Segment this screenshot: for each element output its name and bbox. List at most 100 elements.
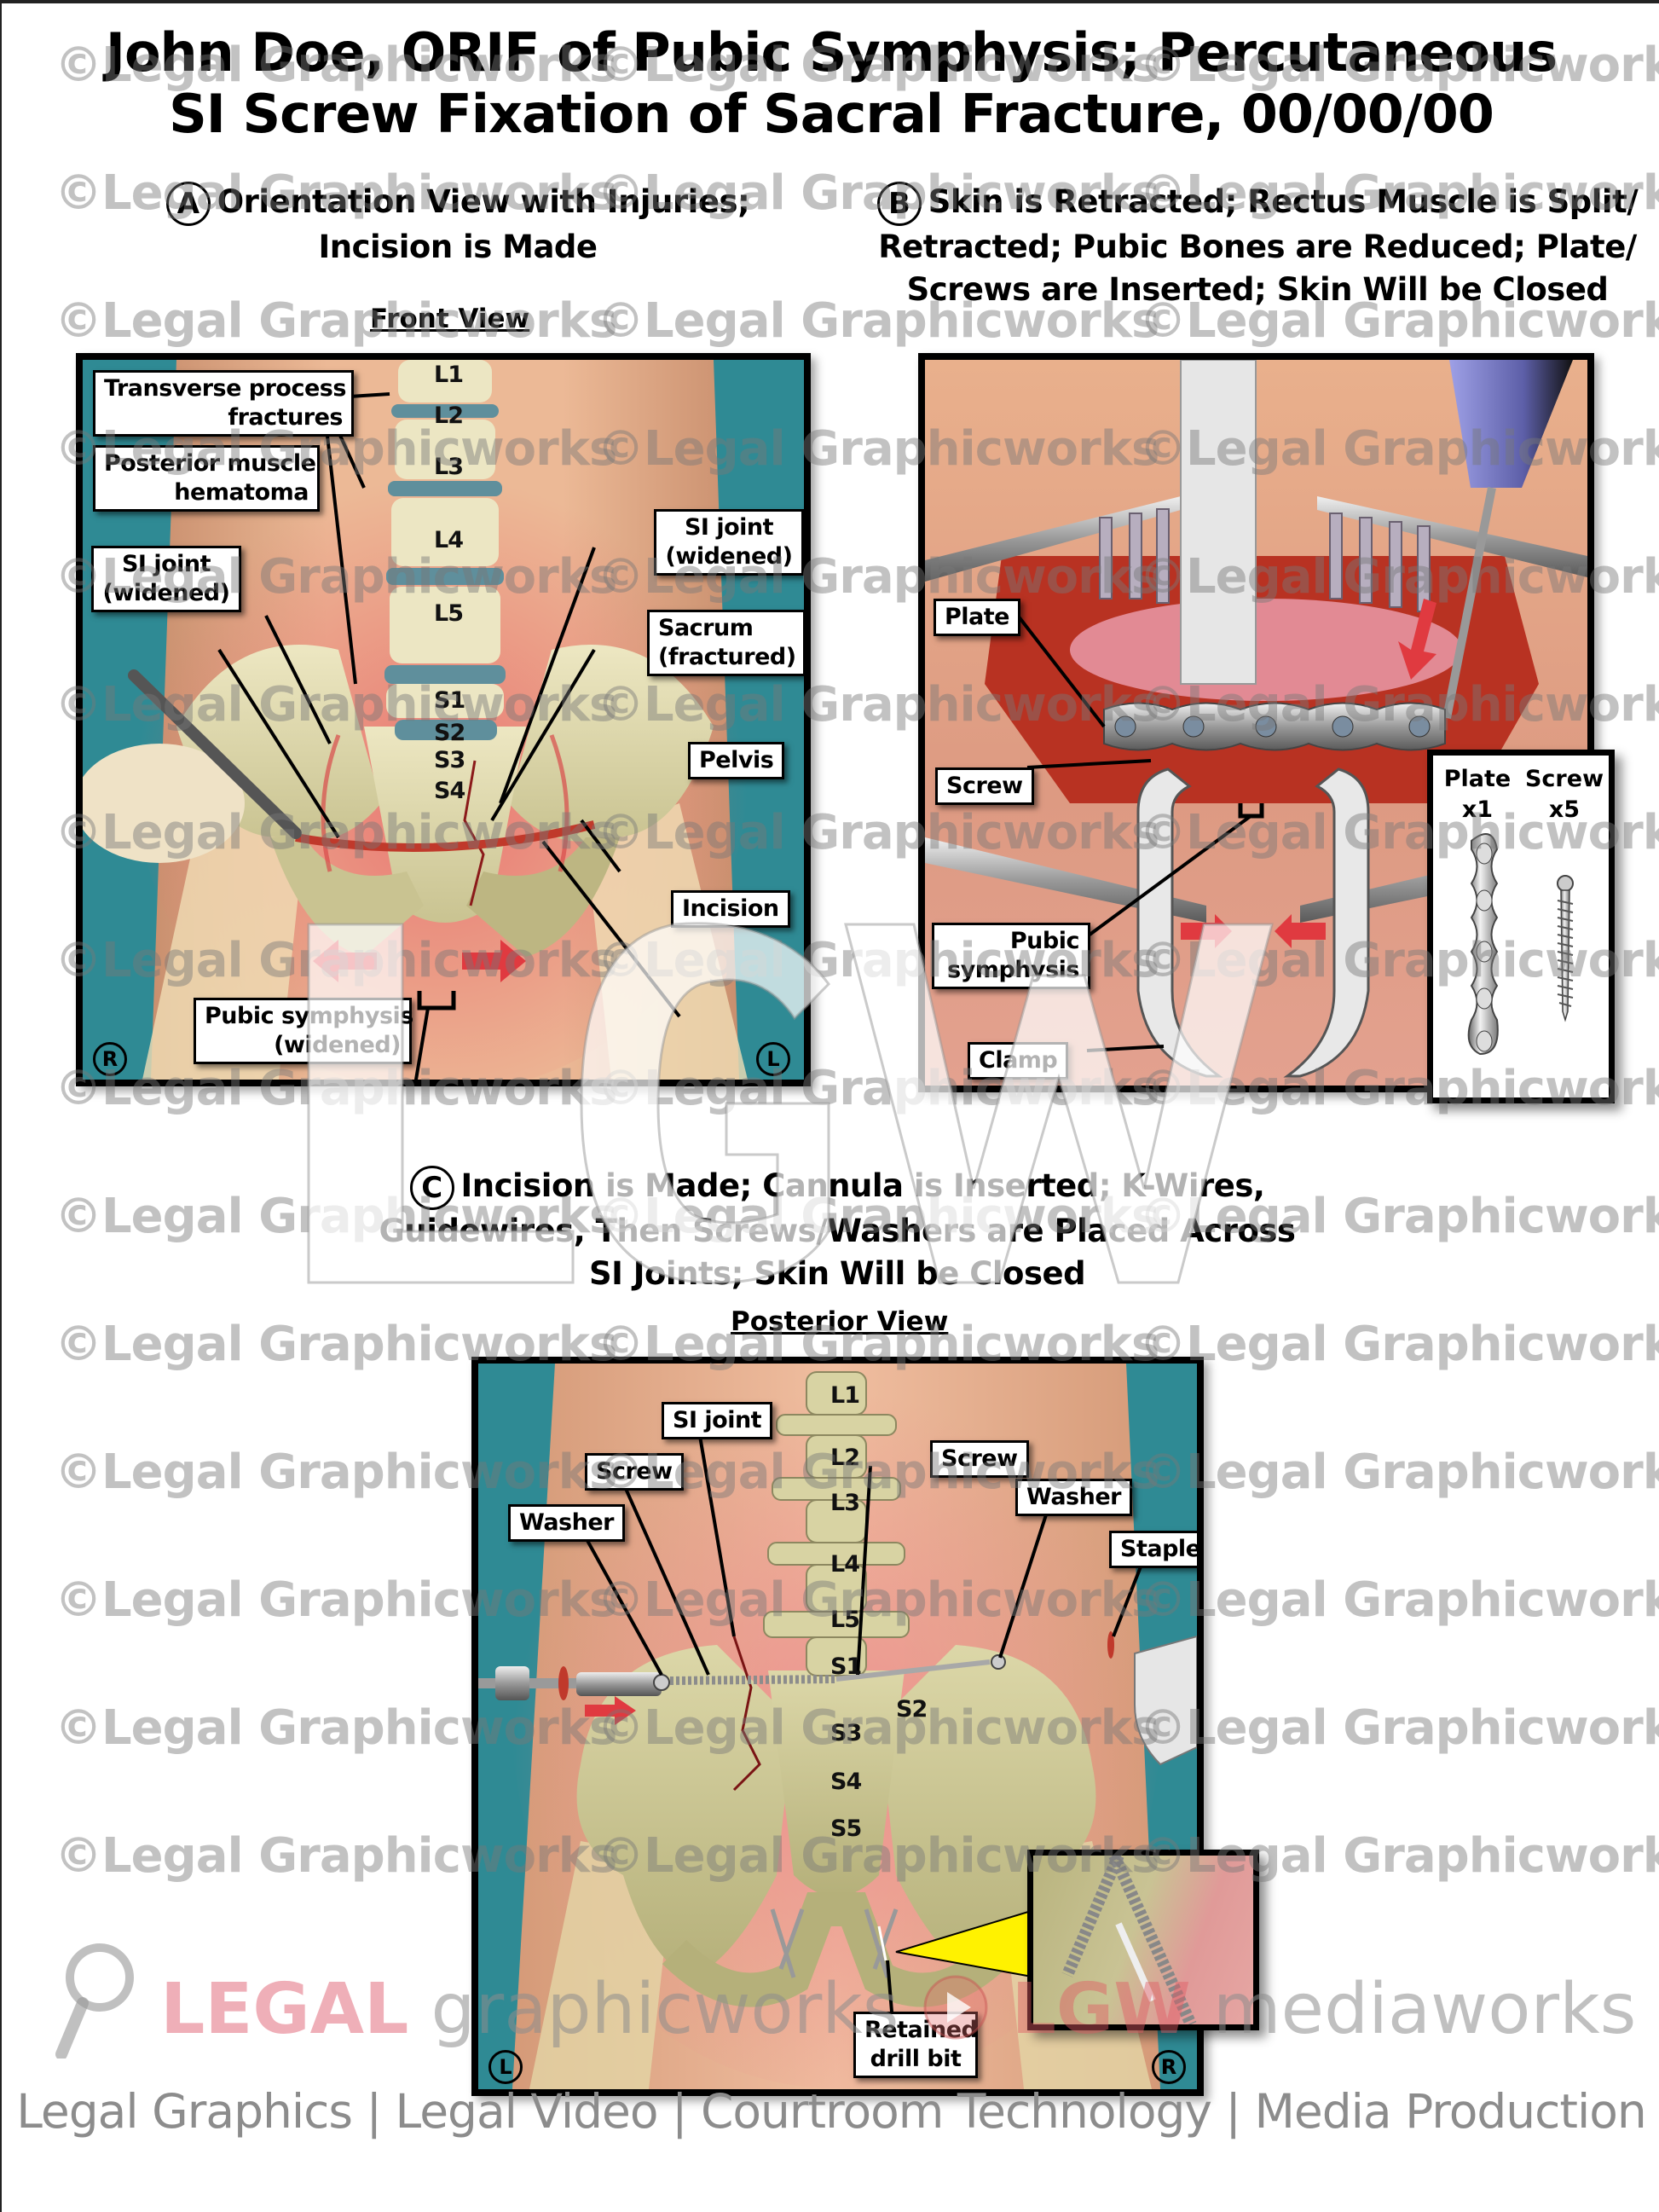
panel-a-letter-badge: A: [165, 181, 211, 226]
vertebra-label: L4: [434, 527, 464, 553]
orientation-right-marker: R: [1152, 2050, 1186, 2084]
bone-plate: [1103, 702, 1446, 751]
vertebra-label: S1: [434, 687, 465, 714]
pubic-rami: [662, 1892, 1011, 2007]
panel-c-heading-line-2: Guidewires, Then Screws/Washers are Plac…: [379, 1212, 1296, 1249]
magnifier-icon: [55, 1943, 134, 2060]
rectus-muscle: [1070, 599, 1462, 701]
screw-icon: [1557, 875, 1574, 1022]
panel-c-heading-line-1: Incision is Made; Cannula is Inserted; K…: [460, 1167, 1265, 1204]
orientation-left-marker: L: [756, 1042, 790, 1076]
panel-a-artwork: [83, 360, 804, 1080]
guidewire: [835, 1659, 991, 1682]
retractor-bar-left: [925, 496, 1181, 582]
label-si-joint: SI joint: [662, 1402, 773, 1439]
lumbar-spine: [763, 1371, 910, 1676]
washer-left: [653, 1674, 670, 1691]
surgeon-glove: [83, 744, 245, 863]
label-si-joint-widened-left: SI joint(widened): [654, 509, 804, 576]
skin-stapler: [1134, 1635, 1197, 1766]
panel-c-posterior-view-illustration: L1 L2 L3 L4 L5 S1 S2 S3 S4 S5 SI joint S…: [471, 1357, 1204, 2096]
vertebra-label: S4: [830, 1769, 862, 1795]
title-line-2: SI Screw Fixation of Sacral Fracture, 00…: [169, 83, 1494, 145]
vertebra-label: L2: [434, 402, 464, 429]
drill-bit-magnified-inset: [1027, 1850, 1259, 2030]
vertebra-label: L5: [434, 600, 464, 627]
insertion-direction-arrow: [585, 1696, 636, 1725]
watermark-text: ©Legal Graphicworks: [1139, 1317, 1659, 1372]
watermark-text: ©Legal Graphicworks: [1139, 1572, 1659, 1628]
orientation-right-marker: R: [93, 1042, 127, 1076]
washer-right: [991, 1654, 1006, 1670]
vertebra-label: S1: [830, 1653, 862, 1680]
cannula-sleeve: [576, 1672, 662, 1696]
watermark-text: ©Legal Graphicworks: [1139, 1700, 1659, 1756]
screwdriver-shaft: [1442, 487, 1496, 719]
label-incision: Incision: [671, 890, 790, 928]
vertebra-label: S2: [896, 1696, 928, 1723]
vertebra-label: L3: [434, 454, 464, 480]
vertical-retractor: [1180, 360, 1257, 685]
title-line-1: John Doe, ORIF of Pubic Symphysis; Percu…: [105, 21, 1558, 84]
sacral-fracture-line: [463, 760, 485, 906]
vertebra-label: S3: [830, 1720, 862, 1746]
label-washer-left: Washer: [508, 1504, 625, 1542]
brand-lgw: LGW: [1011, 1969, 1191, 2050]
clamp-right-arm: [1283, 767, 1370, 1078]
label-pubic-symphysis-widened: Pubic symphysis(widened): [194, 998, 413, 1064]
symphysis-bracket: [1238, 803, 1264, 819]
brand-legal: LEGAL: [160, 1969, 409, 2050]
magnified-screws: [1061, 1856, 1197, 2024]
retractor-bar-right: [1317, 496, 1587, 577]
screwdriver-handle: [1449, 360, 1573, 488]
vertebra-label: S5: [830, 1815, 862, 1842]
label-clamp: Clamp: [968, 1042, 1069, 1080]
right-si-joint-widened: [321, 734, 341, 872]
retained-drill-bit: [877, 1925, 887, 1961]
magnified-screw-2: [1108, 1856, 1197, 2024]
left-incision: [558, 1666, 569, 1700]
label-screw: Screw: [935, 767, 1034, 805]
watermark-text: ©Legal Graphicworks: [55, 293, 617, 349]
vertebra-label: L5: [830, 1607, 860, 1633]
label-sacrum-fractured: Sacrum(fractured): [647, 610, 804, 676]
cannula-handle: [495, 1666, 529, 1700]
lumbar-spine: [384, 360, 506, 740]
watermark-text: ©Legal Graphicworks: [1139, 1445, 1659, 1500]
panel-a-view-label: Front View: [370, 304, 530, 334]
label-washer-right: Washer: [1015, 1479, 1132, 1516]
sacrum: [768, 1671, 905, 1896]
panel-b-heading-line-2: Retracted; Pubic Bones are Reduced; Plat…: [878, 228, 1637, 265]
compression-arrow-left: [1275, 914, 1326, 948]
brand-logo-row: LEGAL graphicworks LGW mediaworks: [53, 1939, 1637, 2060]
panel-c-letter-badge: C: [409, 1165, 454, 1210]
play-icon: [923, 1975, 988, 2040]
panel-a-heading-line-2: Incision is Made: [318, 228, 598, 265]
incision-line: [295, 820, 596, 852]
vertebra-label: L3: [830, 1490, 860, 1516]
panel-c-heading-line-3: SI Joints; Skin Will be Closed: [588, 1254, 1086, 1292]
orientation-left-marker: L: [488, 2050, 523, 2084]
label-screw-right: Screw: [930, 1440, 1029, 1478]
vertebra-label: L1: [434, 362, 464, 388]
left-si-joint-widened: [549, 734, 569, 872]
right-incision: [1107, 1631, 1114, 1659]
magnified-drill-bit: [1115, 1922, 1156, 2002]
brand-tagline: Legal Graphics | Legal Video | Courtroom…: [16, 2084, 1646, 2139]
brand-mediaworks: mediaworks: [1212, 1969, 1637, 2050]
panel-b-letter-badge: B: [876, 181, 922, 226]
magnified-screw-1: [1061, 1856, 1124, 1977]
panel-c-view-label: Posterior View: [731, 1306, 949, 1337]
plate-icon: [1467, 833, 1499, 1056]
downward-arrow: [1398, 599, 1436, 680]
label-pelvis: Pelvis: [688, 742, 785, 779]
vertebra-label: L4: [830, 1551, 860, 1578]
